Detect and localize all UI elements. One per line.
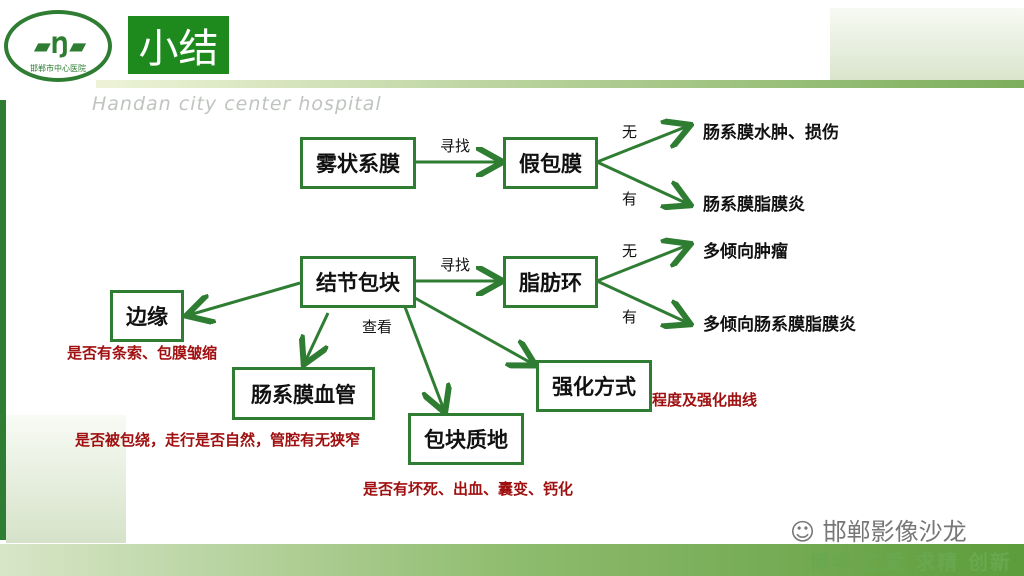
- arrow-yes-2: [596, 279, 688, 323]
- label-look: 查看: [362, 318, 393, 336]
- result-panniculitis: 肠系膜脂膜炎: [703, 195, 805, 215]
- hospital-building-image: [830, 8, 1024, 80]
- node-pseudocapsule: 假包膜: [503, 137, 598, 189]
- label-no-1: 无: [622, 123, 638, 141]
- left-accent-bar: [0, 100, 6, 540]
- slide-title: 小结: [128, 16, 229, 74]
- label-no-2: 无: [622, 242, 638, 260]
- note-margin: 是否有条索、包膜皱缩: [67, 344, 218, 362]
- node-margin: 边缘: [110, 290, 184, 342]
- footer-motto: 博学 仁爱 求精 创新: [809, 550, 1012, 574]
- header-divider: [96, 80, 1024, 88]
- wechat-watermark: ☺ 邯郸影像沙龙: [790, 518, 967, 546]
- label-find-2: 寻找: [440, 256, 471, 274]
- label-find-1: 寻找: [440, 137, 471, 155]
- result-tumor: 多倾向肿瘤: [703, 242, 788, 262]
- label-yes-1: 有: [622, 190, 638, 208]
- note-vessel: 是否被包绕，走行是否自然，管腔有无狭窄: [75, 431, 361, 449]
- arrow-no-2: [596, 245, 688, 283]
- label-yes-2: 有: [622, 308, 638, 326]
- arrow-yes-1: [596, 160, 688, 204]
- result-panniculitis-tendency: 多倾向肠系膜脂膜炎: [703, 315, 856, 335]
- arrow-margin: [189, 281, 301, 315]
- footer-band: [0, 544, 1024, 576]
- result-edema: 肠系膜水肿、损伤: [703, 123, 839, 143]
- note-enhancement: 程度及强化曲线: [652, 391, 758, 409]
- hospital-building-image-left: [6, 415, 126, 543]
- node-mass-texture: 包块质地: [408, 413, 524, 465]
- arrow-vessel: [305, 312, 330, 362]
- arrow-enhancement: [414, 296, 533, 364]
- arrow-texture: [403, 306, 444, 410]
- node-enhancement: 强化方式: [536, 360, 652, 412]
- node-mesenteric-vessel: 肠系膜血管: [232, 367, 375, 420]
- node-fat-ring: 脂肪环: [503, 256, 598, 308]
- wechat-icon: ☺: [790, 518, 823, 546]
- hospital-logo: ▰Ŋ▰邯郸市中心医院: [4, 10, 112, 82]
- node-nodule-mass: 结节包块: [300, 256, 416, 308]
- hospital-subtitle: Handan city center hospital: [92, 93, 382, 115]
- arrow-no-1: [596, 126, 688, 164]
- note-texture: 是否有坏死、出血、囊变、钙化: [363, 480, 574, 498]
- node-misty-mesentery: 雾状系膜: [300, 137, 416, 189]
